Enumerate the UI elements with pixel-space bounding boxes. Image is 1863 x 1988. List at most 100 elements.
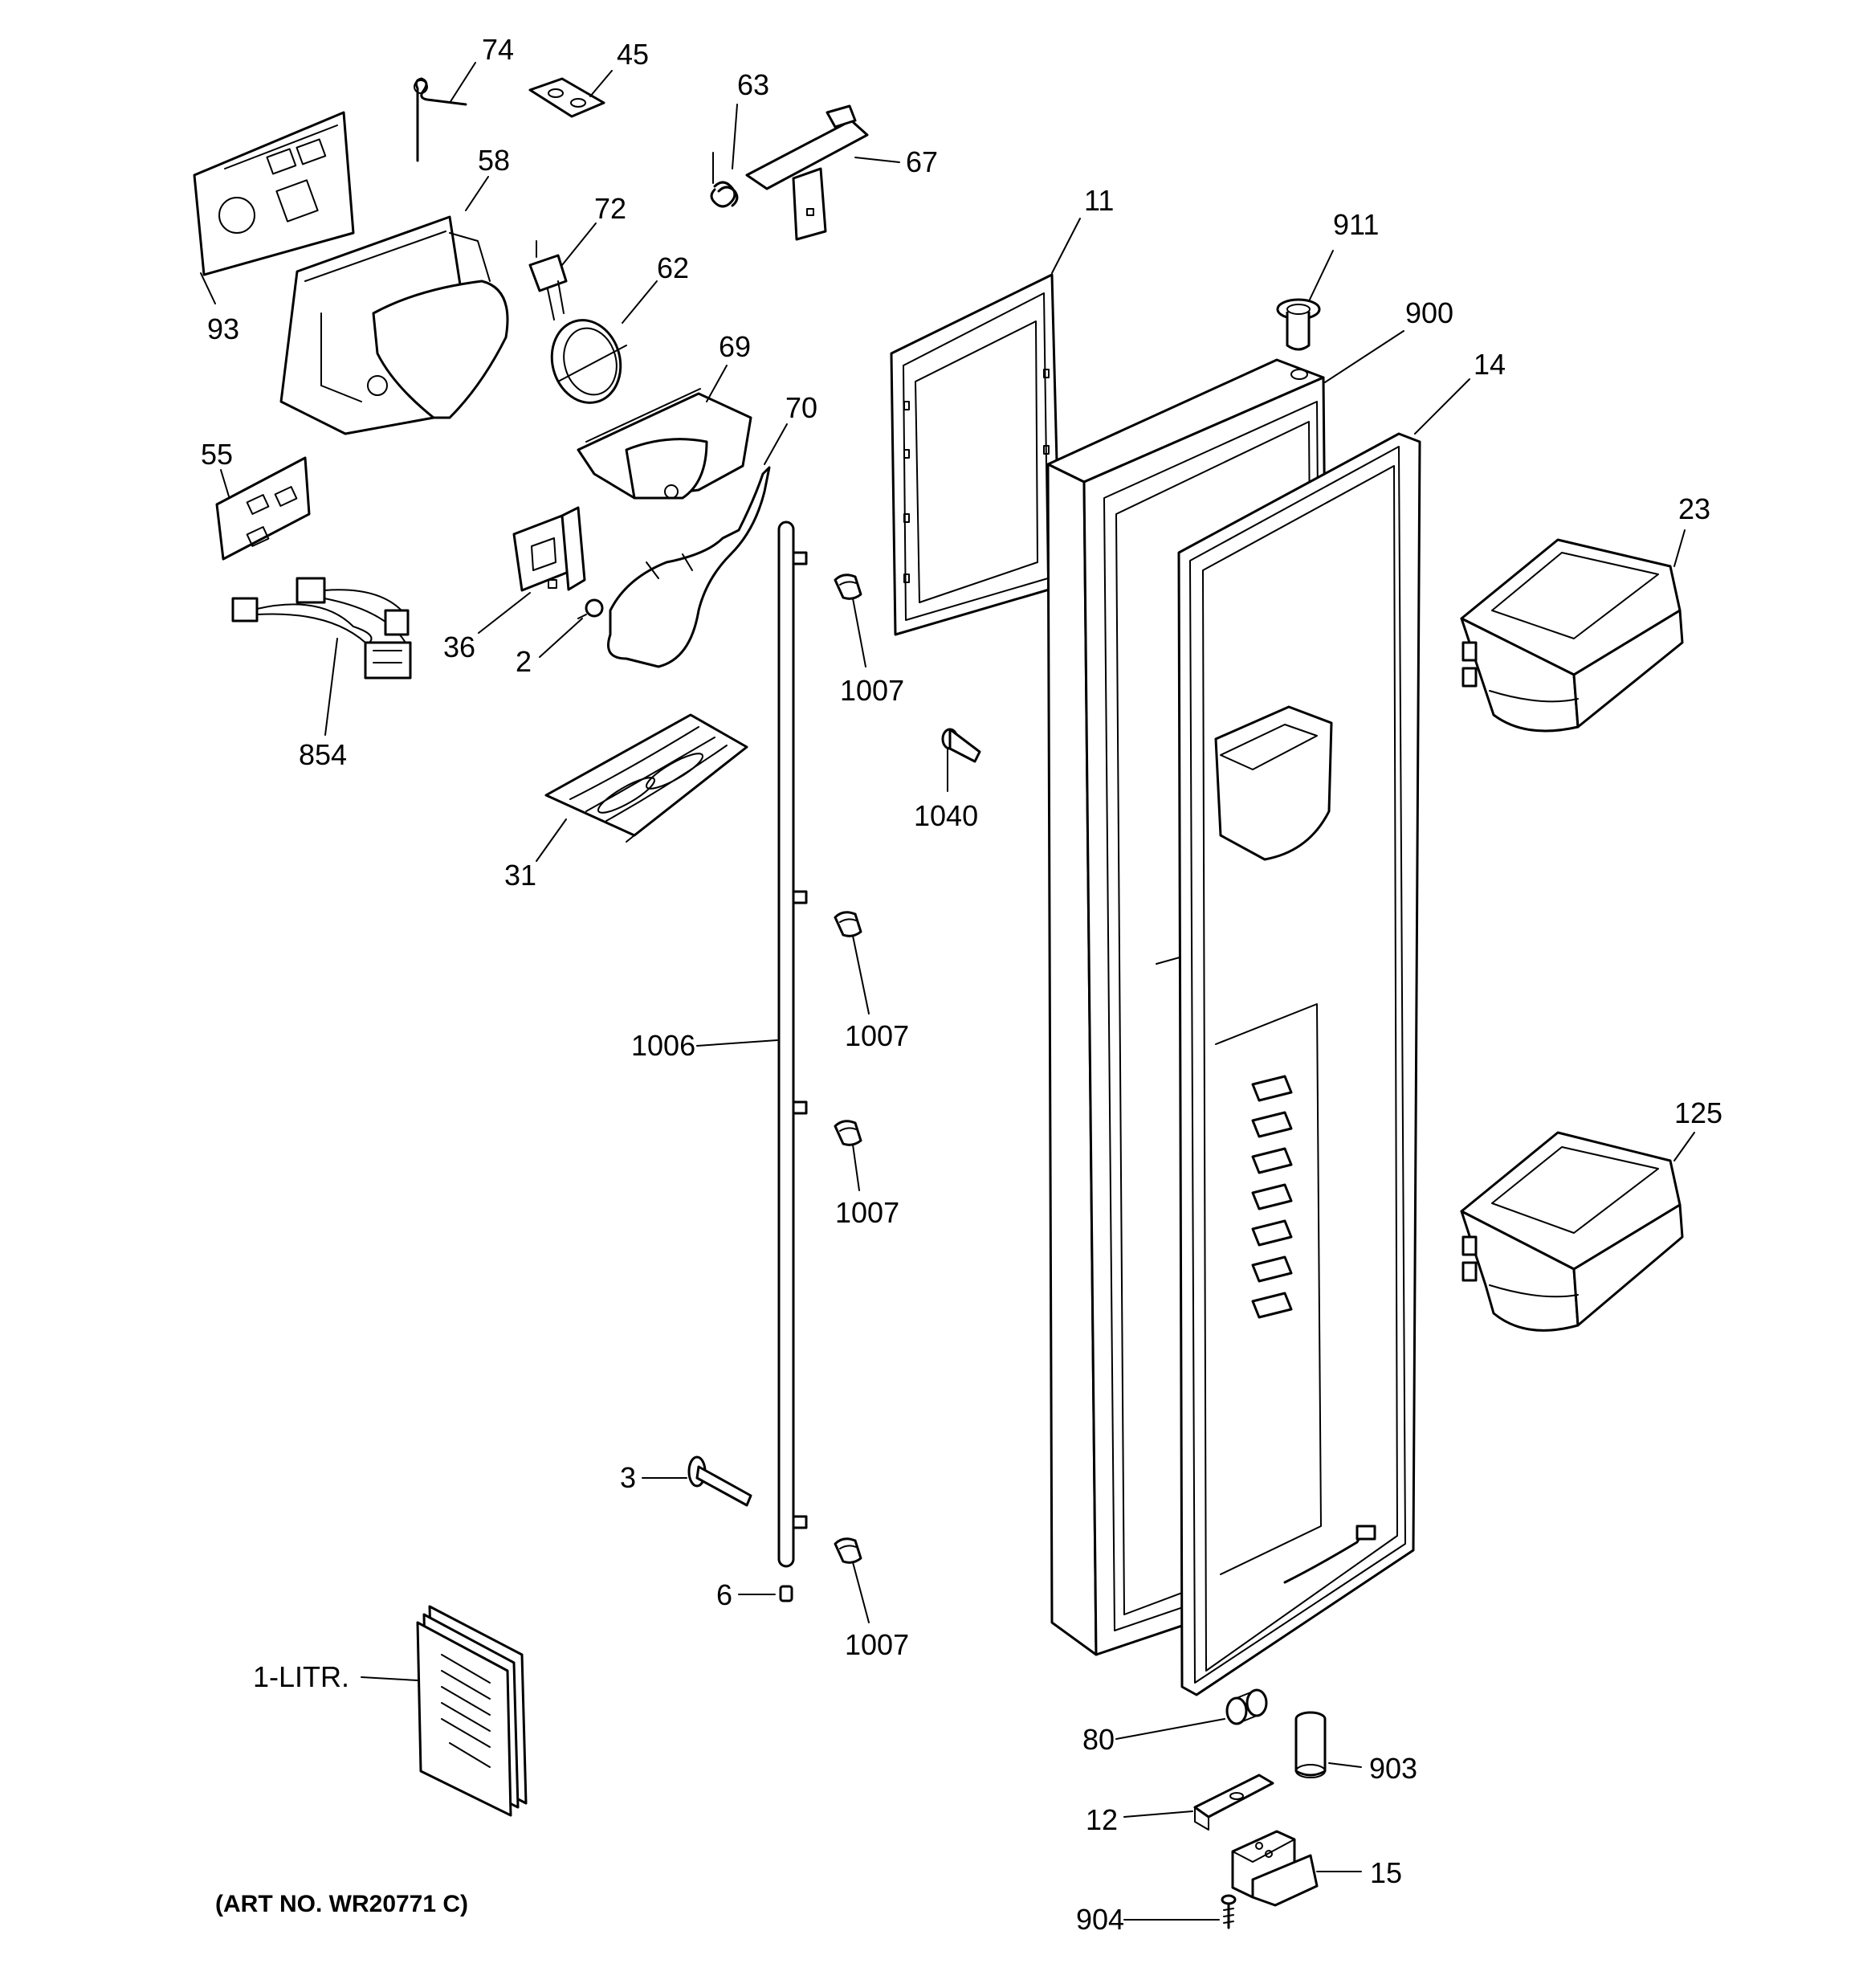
part-1007-clip-d — [834, 1537, 862, 1564]
part-93-control-board — [193, 111, 355, 276]
label-1007-a: 1007 — [840, 674, 904, 707]
part-3-pin — [687, 1455, 752, 1507]
part-1007-clip-c — [834, 1120, 862, 1146]
leader-900 — [1324, 330, 1404, 383]
callout-labels: 74 45 63 67 58 93 72 62 11 911 900 14 69… — [201, 33, 1722, 1936]
label-911: 911 — [1333, 208, 1379, 241]
leader-1007a — [852, 598, 866, 667]
door-shelf-slots — [1251, 1075, 1293, 1319]
label-70: 70 — [785, 391, 817, 424]
leader-72 — [561, 222, 597, 266]
label-900: 900 — [1405, 296, 1453, 329]
part-11-inner-panel — [890, 273, 1062, 636]
leader-69 — [706, 365, 728, 402]
leader-55 — [220, 469, 230, 497]
leader-23 — [1673, 529, 1686, 567]
part-14-gasket — [1177, 432, 1421, 1696]
part-904-screw — [1221, 1894, 1237, 1929]
part-1007-clip-a — [834, 574, 862, 600]
label-1007-c: 1007 — [835, 1196, 899, 1229]
leader-854 — [324, 638, 338, 736]
leader-14 — [1414, 378, 1470, 435]
label-93: 93 — [207, 312, 239, 345]
part-1006-rod — [777, 520, 808, 1568]
part-125-door-bin — [1460, 1131, 1684, 1332]
leader-58 — [465, 176, 489, 211]
label-854: 854 — [299, 738, 347, 771]
leader-36 — [478, 592, 531, 634]
label-1-litr: 1-LITR. — [253, 1660, 349, 1693]
label-23: 23 — [1678, 492, 1710, 525]
label-31: 31 — [504, 859, 536, 892]
leader-1007d — [852, 1561, 870, 1623]
label-1006: 1006 — [631, 1029, 695, 1062]
leader-1007c — [852, 1144, 860, 1191]
label-69: 69 — [719, 330, 751, 363]
label-14: 14 — [1474, 348, 1506, 381]
part-69-funnel — [577, 388, 752, 500]
part-1040-pin — [941, 728, 981, 763]
part-70-chute-arm — [607, 466, 771, 668]
part-63-spring — [710, 152, 739, 208]
leader-2 — [539, 618, 583, 658]
part-12-bracket — [1193, 1774, 1274, 1831]
art-number: (ART NO. WR20771 C) — [215, 1891, 468, 1917]
label-11: 11 — [1084, 184, 1114, 217]
part-80-plug — [1225, 1688, 1268, 1725]
leader-62 — [622, 280, 658, 324]
part-6-cap — [779, 1585, 793, 1602]
label-1040: 1040 — [914, 799, 978, 832]
label-58: 58 — [478, 144, 510, 177]
leader-70 — [764, 423, 788, 465]
part-36-hinge-bracket — [512, 506, 586, 592]
leader-1007b — [852, 935, 870, 1014]
leader-67 — [854, 157, 900, 163]
part-62-ring — [550, 319, 627, 404]
label-125: 125 — [1674, 1096, 1722, 1129]
leader-12 — [1123, 1810, 1193, 1818]
label-12: 12 — [1086, 1803, 1118, 1836]
leader-45 — [589, 70, 613, 97]
part-74-spring — [414, 77, 467, 162]
label-74: 74 — [482, 33, 514, 66]
part-23-door-bin — [1460, 538, 1684, 733]
label-55: 55 — [201, 438, 233, 471]
leader-63 — [732, 104, 738, 169]
part-45-bracket — [528, 77, 605, 118]
part-55-board — [215, 456, 311, 561]
label-45: 45 — [617, 38, 649, 71]
leader-74 — [449, 62, 476, 104]
part-903-bushing — [1294, 1711, 1327, 1778]
label-2: 2 — [516, 645, 532, 678]
label-904: 904 — [1076, 1903, 1124, 1936]
part-58-dispenser-housing — [279, 215, 509, 435]
part-15-hinge — [1231, 1830, 1319, 1907]
part-1007-clip-b — [834, 911, 862, 937]
leader-911 — [1308, 250, 1334, 302]
label-72: 72 — [594, 192, 626, 225]
leader-903 — [1328, 1762, 1362, 1768]
leader-11 — [1051, 218, 1081, 274]
part-67-lever-bracket — [745, 104, 869, 241]
part-911-bushing — [1276, 298, 1321, 351]
label-15: 15 — [1370, 1856, 1402, 1889]
label-1007-b: 1007 — [845, 1019, 909, 1052]
label-903: 903 — [1369, 1752, 1417, 1785]
label-62: 62 — [657, 251, 689, 284]
leader-93 — [200, 272, 216, 304]
leader-125 — [1673, 1132, 1695, 1161]
leader-1006 — [696, 1039, 778, 1047]
label-63: 63 — [737, 68, 769, 101]
part-31-drip-tray — [544, 713, 748, 843]
leader-80 — [1115, 1718, 1225, 1740]
label-3: 3 — [620, 1461, 636, 1494]
label-36: 36 — [443, 631, 475, 663]
part-1-litr-manual — [416, 1605, 528, 1817]
part-854-wire-harness — [231, 577, 412, 680]
part-72-switch — [528, 240, 568, 320]
label-1007-d: 1007 — [845, 1628, 909, 1661]
label-6: 6 — [716, 1578, 732, 1611]
leader-1-litr — [361, 1676, 418, 1681]
